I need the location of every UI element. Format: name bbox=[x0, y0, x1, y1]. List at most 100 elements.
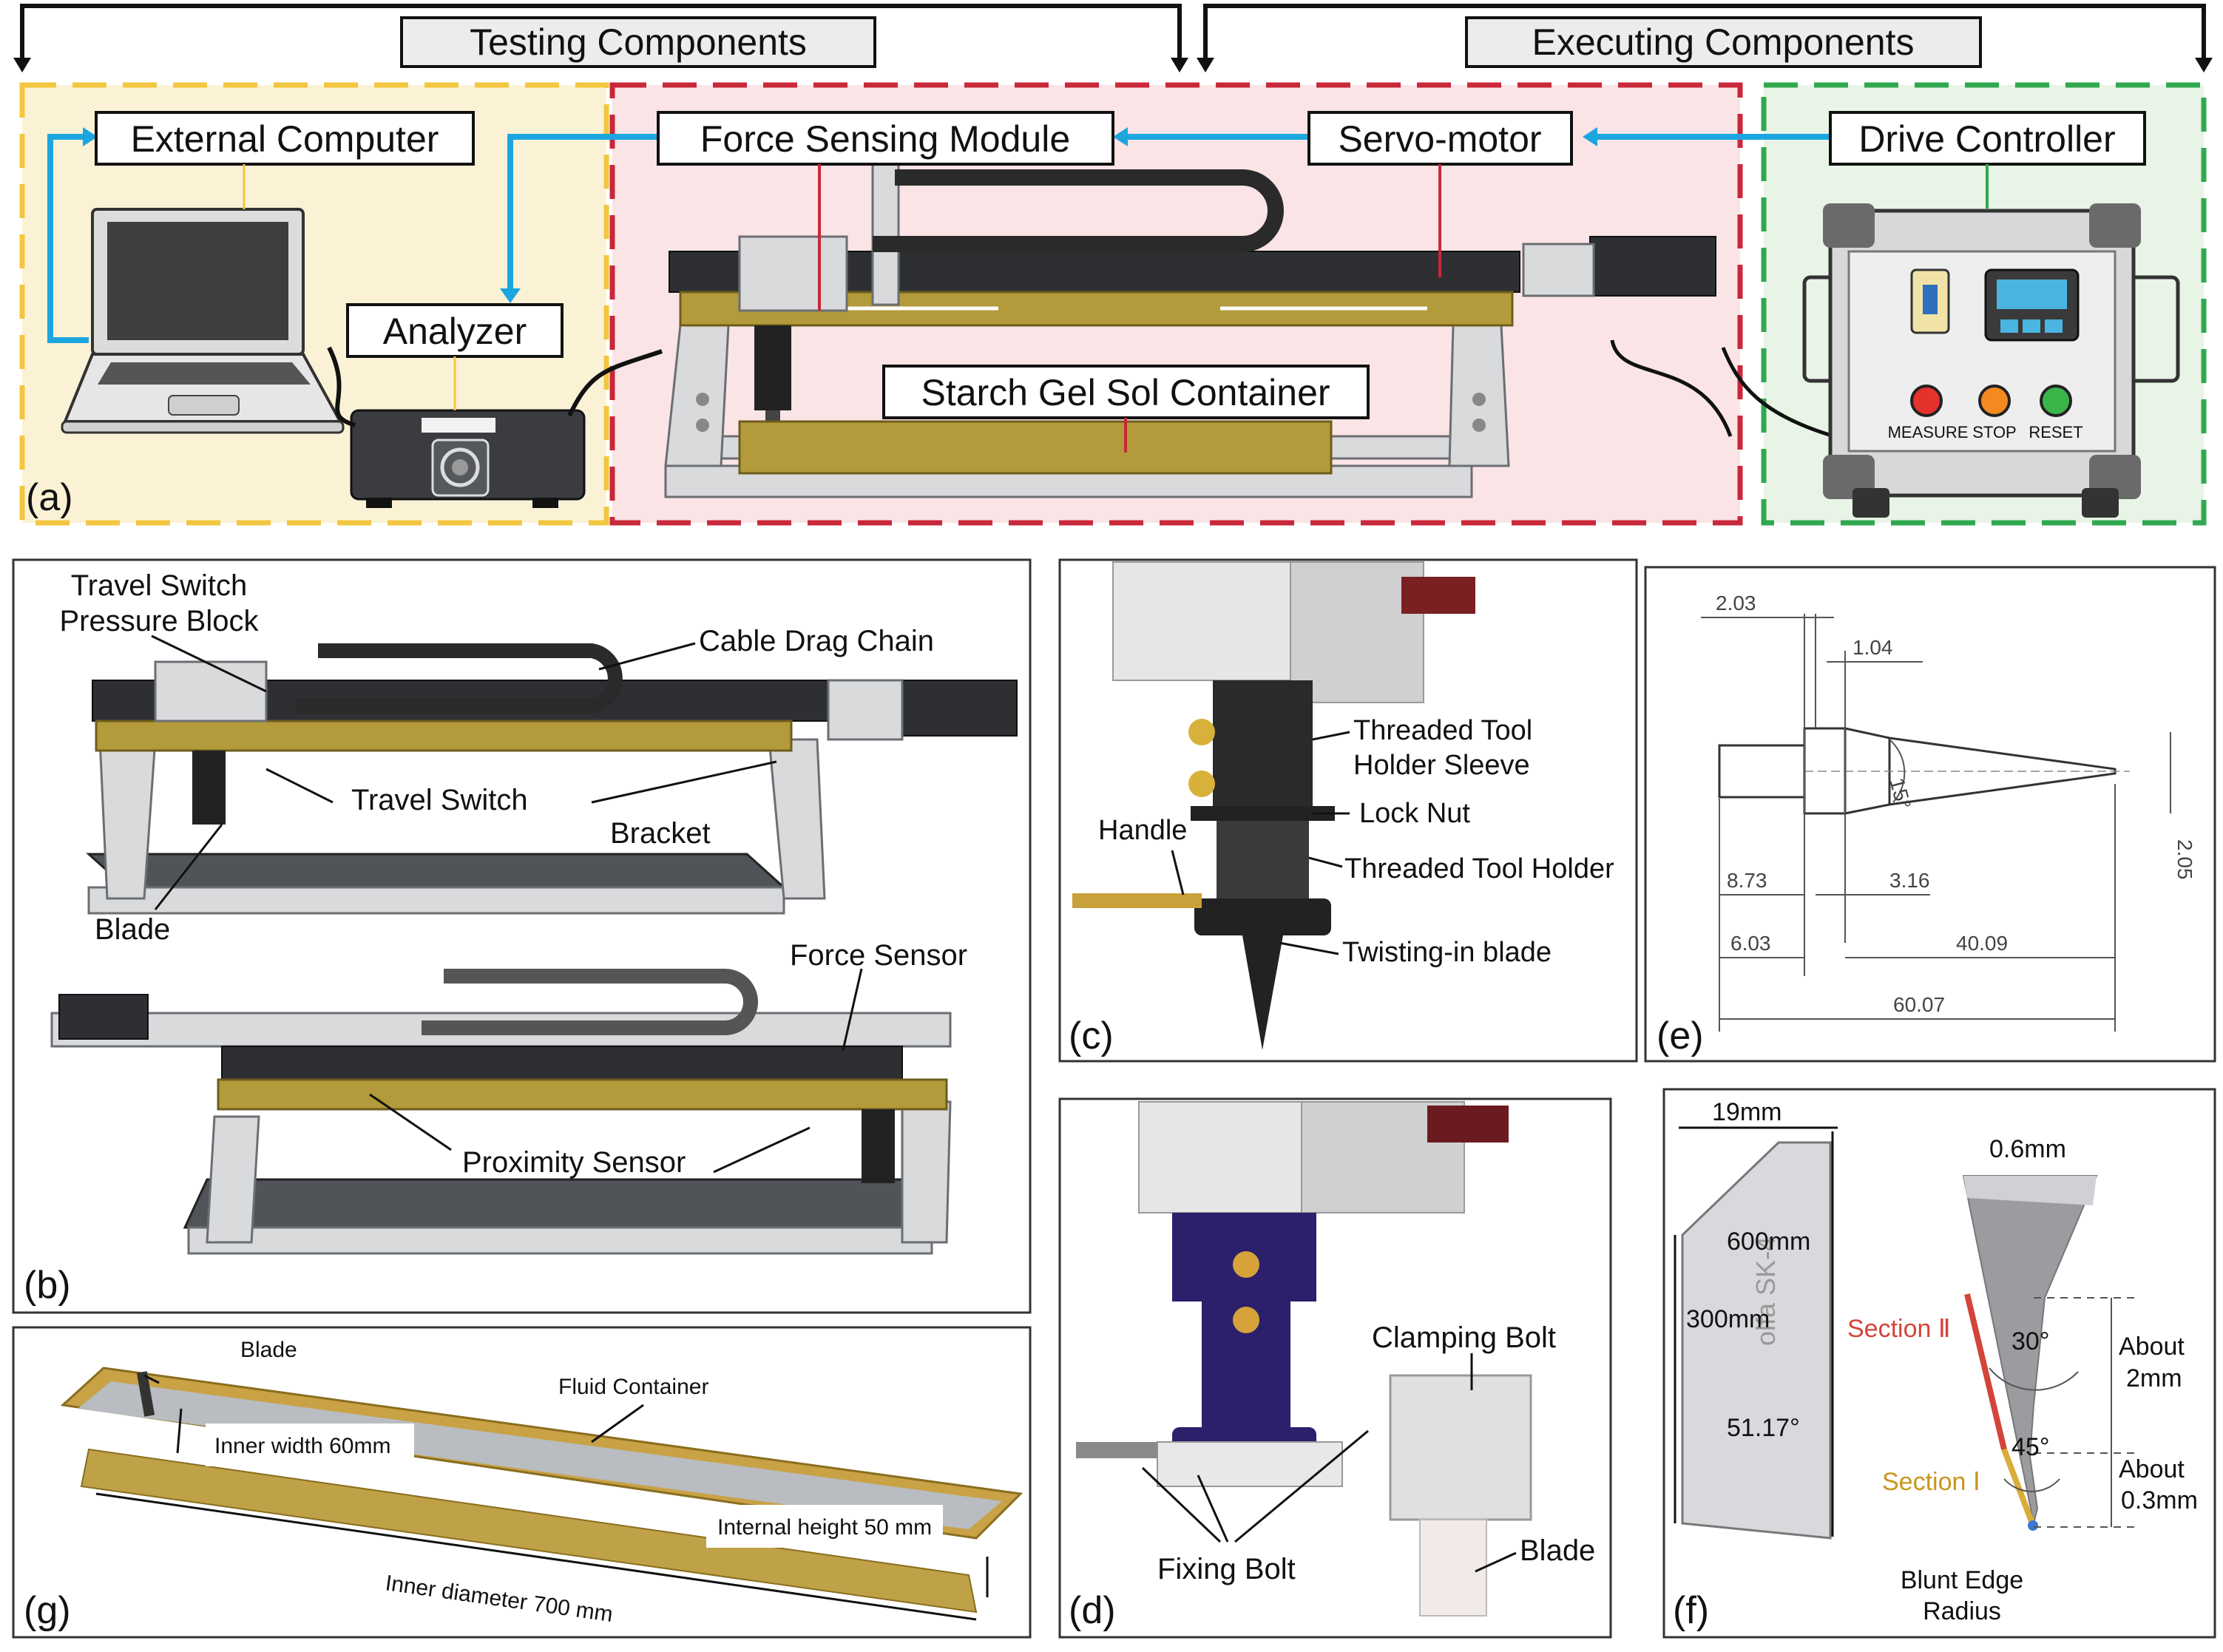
drive-controller-label: Drive Controller bbox=[1858, 118, 2115, 160]
panel-c-tag: (c) bbox=[1069, 1015, 1114, 1057]
starch-container-label: Starch Gel Sol Container bbox=[921, 372, 1330, 413]
servo-motor-label: Servo-motor bbox=[1338, 118, 1541, 160]
laptop-icon bbox=[61, 208, 345, 434]
angle-45-label: 45° bbox=[2011, 1433, 2049, 1461]
computer-feedback-arrow bbox=[47, 134, 89, 343]
analyzer-machine-cable bbox=[567, 349, 663, 417]
force-sensing-module-label: Force Sensing Module bbox=[700, 118, 1070, 160]
panel-d: Clamping Bolt Fixing Bolt Blade (d) bbox=[1058, 1097, 1612, 1639]
panel-d-tag: (d) bbox=[1069, 1589, 1116, 1632]
blade-label-d: Blade bbox=[1520, 1534, 1595, 1567]
panel-e-frame bbox=[1644, 566, 2216, 1063]
travel-switch-pressure-block-label-1: Travel Switch bbox=[71, 569, 248, 602]
travel-switch-label: Travel Switch bbox=[351, 784, 528, 816]
blunt-edge-label-2: Radius bbox=[1923, 1597, 2001, 1625]
external-computer-box bbox=[95, 111, 475, 166]
laptop-analyzer-cable bbox=[327, 346, 356, 427]
twisting-blade-label: Twisting-in blade bbox=[1342, 937, 1552, 968]
arrowhead-fsm bbox=[1113, 127, 1128, 146]
testing-header-box bbox=[400, 16, 876, 68]
fluid-container-drawing bbox=[60, 1367, 1023, 1614]
testing-bracket-arrow-right bbox=[1171, 58, 1188, 72]
force-sensing-module-box bbox=[657, 111, 1114, 166]
measure-button[interactable] bbox=[1910, 385, 1943, 417]
trapezoid-blade: olfa SK-4 bbox=[1674, 1126, 1838, 1540]
lock-nut-label: Lock Nut bbox=[1359, 798, 1470, 829]
threaded-sleeve-label-2: Holder Sleeve bbox=[1353, 750, 1530, 781]
inner-width-box bbox=[206, 1424, 414, 1466]
section-2-label: Section Ⅱ bbox=[1847, 1315, 1951, 1343]
stop-button[interactable] bbox=[1978, 385, 2011, 417]
starch-container-box bbox=[882, 365, 1370, 419]
blade-label-b: Blade bbox=[95, 913, 170, 946]
panel-e: 2.03 1.04 15° 2.05 8.73 3.16 6.03 40.09 … bbox=[1644, 566, 2216, 1063]
about-2mm-label-1: About bbox=[2119, 1333, 2185, 1361]
tool-holder-drawing bbox=[1072, 561, 1475, 1050]
executing-header-box bbox=[1465, 16, 1982, 68]
about-03mm-label-2: 0.3mm bbox=[2121, 1486, 2198, 1514]
executing-bracket bbox=[1203, 4, 2206, 59]
executing-bracket-arrow-right bbox=[2195, 58, 2213, 72]
arrowhead-servo bbox=[1583, 127, 1597, 146]
external-computer-label: External Computer bbox=[131, 118, 439, 160]
internal-height-label: Internal height 50 mm bbox=[717, 1515, 932, 1540]
dim-d1: 2.03 bbox=[1716, 592, 1756, 615]
fluid-container-label: Fluid Container bbox=[558, 1375, 708, 1399]
panel-c: Threaded Tool Holder Sleeve Lock Nut Han… bbox=[1058, 558, 1638, 1063]
edge-section bbox=[1962, 1175, 2098, 1531]
measure-label: MEASURE bbox=[1888, 423, 1969, 441]
testing-bracket bbox=[20, 4, 1182, 59]
handle-label: Handle bbox=[1098, 815, 1187, 846]
proximity-sensor-label: Proximity Sensor bbox=[462, 1146, 686, 1179]
executing-header: Executing Components bbox=[1532, 21, 1915, 63]
testing-bracket-arrow-left bbox=[13, 58, 31, 72]
bracket-label: Bracket bbox=[610, 817, 711, 850]
dim-d7: 40.09 bbox=[1956, 932, 2008, 955]
panel-b-machine-bottom bbox=[50, 969, 952, 1255]
section-1-label: Section Ⅰ bbox=[1882, 1468, 1980, 1496]
cable-drag-chain-label: Cable Drag Chain bbox=[699, 625, 934, 657]
fsm-analyzer-arrow bbox=[507, 134, 658, 288]
width-06-label: 0.6mm bbox=[1989, 1135, 2066, 1163]
force-sensor-label: Force Sensor bbox=[790, 939, 967, 972]
stop-label: STOP bbox=[1972, 423, 2017, 441]
fixing-bolt-label: Fixing Bolt bbox=[1157, 1553, 1296, 1585]
width-19-label: 19mm bbox=[1712, 1098, 1782, 1126]
dim-d8: 60.07 bbox=[1893, 993, 1945, 1016]
panel-a-tag: (a) bbox=[26, 476, 73, 519]
executing-bracket-arrow-left bbox=[1197, 58, 1214, 72]
testing-header: Testing Components bbox=[470, 21, 807, 63]
dim-d6: 6.03 bbox=[1730, 932, 1771, 955]
internal-height-box bbox=[706, 1505, 943, 1548]
panel-a: Testing Components Executing Components bbox=[13, 4, 2213, 526]
analyzer-device bbox=[350, 409, 586, 508]
drive-controller-device bbox=[1802, 203, 2180, 518]
clamp-drawing bbox=[1076, 1101, 1532, 1617]
angle-51-label: 51.17° bbox=[1727, 1414, 1800, 1442]
dim-d3: 2.05 bbox=[2173, 839, 2196, 880]
analyzer-box bbox=[346, 303, 564, 358]
panel-b: Travel Switch Pressure Block Cable Drag … bbox=[12, 558, 1032, 1314]
about-03mm-label-1: About bbox=[2119, 1455, 2185, 1483]
length-300-label: 300mm bbox=[1686, 1305, 1770, 1333]
dim-d5: 3.16 bbox=[1889, 869, 1930, 892]
length-600-label: 600mm bbox=[1727, 1228, 1810, 1256]
servo-motor-box bbox=[1307, 111, 1573, 166]
reset-button[interactable] bbox=[2040, 385, 2072, 417]
about-2mm-label-2: 2mm bbox=[2126, 1364, 2182, 1392]
blade-stamp: olfa SK-4 bbox=[1750, 1236, 1781, 1346]
panel-b-tag: (b) bbox=[24, 1264, 71, 1307]
arrowhead-computer bbox=[83, 127, 98, 146]
angle-30-label: 30° bbox=[2011, 1327, 2049, 1355]
inner-width-label: Inner width 60mm bbox=[214, 1434, 390, 1458]
threaded-holder-label: Threaded Tool Holder bbox=[1344, 853, 1614, 884]
panel-f: olfa SK-4 19mm 600mm 300mm 51.17° 0.6mm … bbox=[1662, 1088, 2216, 1639]
panel-g-tag: (g) bbox=[24, 1589, 71, 1632]
panel-e-tag: (e) bbox=[1657, 1015, 1704, 1057]
threaded-sleeve-label-1: Threaded Tool bbox=[1353, 715, 1532, 746]
arrowhead-analyzer bbox=[500, 288, 521, 303]
travel-switch-pressure-block-label-2: Pressure Block bbox=[60, 605, 260, 637]
analyzer-label: Analyzer bbox=[383, 311, 527, 352]
dim-d2: 1.04 bbox=[1852, 636, 1893, 659]
